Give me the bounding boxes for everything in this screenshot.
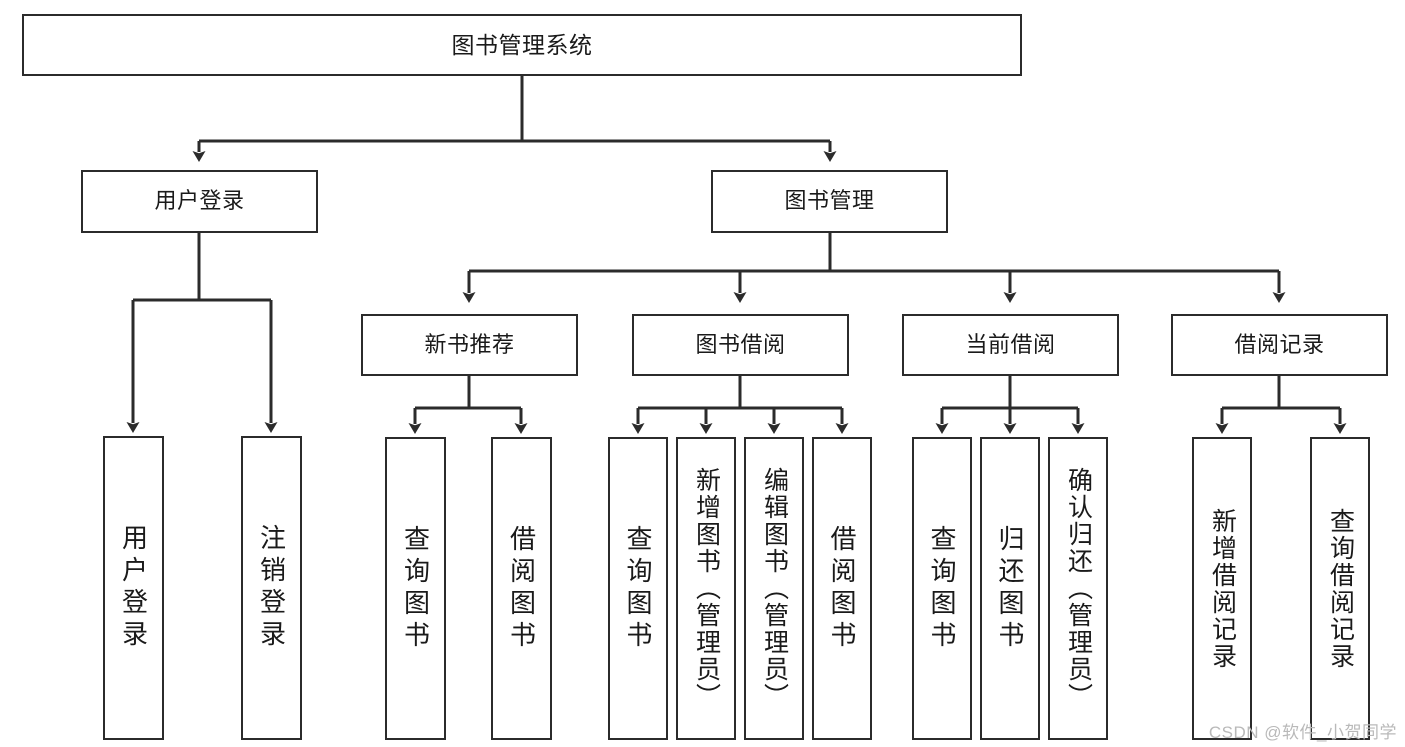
node-leaf-edit-book-admin-label: 编辑图书（管理员） xyxy=(760,467,789,710)
node-book-manage[interactable]: 图书管理 xyxy=(711,170,948,233)
node-user-login[interactable]: 用户登录 xyxy=(81,170,318,233)
node-new-book-rec[interactable]: 新书推荐 xyxy=(361,314,578,376)
node-leaf-borrow-book-2-label: 借阅图书 xyxy=(827,524,857,653)
node-leaf-borrow-book-1-label: 借阅图书 xyxy=(506,524,537,653)
node-leaf-return-book-label: 归还图书 xyxy=(995,524,1025,653)
node-new-book-rec-label: 新书推荐 xyxy=(424,331,515,357)
node-leaf-query-book-1[interactable]: 查询图书 xyxy=(385,437,446,740)
node-leaf-query-book-3[interactable]: 查询图书 xyxy=(912,437,972,740)
node-book-manage-label: 图书管理 xyxy=(784,188,875,214)
watermark: CSDN @软件_小贺同学 xyxy=(1208,723,1397,742)
node-leaf-query-record-label: 查询借阅记录 xyxy=(1326,507,1355,670)
node-root-label: 图书管理系统 xyxy=(451,31,593,58)
node-current-borrow[interactable]: 当前借阅 xyxy=(902,314,1119,376)
node-leaf-query-record[interactable]: 查询借阅记录 xyxy=(1310,437,1370,740)
node-leaf-confirm-return-admin-label: 确认归还（管理员） xyxy=(1064,467,1093,710)
node-current-borrow-label: 当前借阅 xyxy=(965,331,1056,357)
node-borrow-record-label: 借阅记录 xyxy=(1234,331,1325,357)
node-leaf-user-login-label: 用户登录 xyxy=(118,524,149,652)
node-root[interactable]: 图书管理系统 xyxy=(22,14,1022,76)
node-leaf-logout-label: 注销登录 xyxy=(256,524,287,652)
node-leaf-edit-book-admin[interactable]: 编辑图书（管理员） xyxy=(744,437,804,740)
node-leaf-add-book-admin[interactable]: 新增图书（管理员） xyxy=(676,437,736,740)
node-leaf-add-record-label: 新增借阅记录 xyxy=(1208,507,1237,670)
node-borrow-record[interactable]: 借阅记录 xyxy=(1171,314,1388,376)
node-leaf-add-record[interactable]: 新增借阅记录 xyxy=(1192,437,1252,740)
node-leaf-query-book-2-label: 查询图书 xyxy=(623,524,653,653)
node-leaf-return-book[interactable]: 归还图书 xyxy=(980,437,1040,740)
node-leaf-query-book-2[interactable]: 查询图书 xyxy=(608,437,668,740)
node-leaf-borrow-book-1[interactable]: 借阅图书 xyxy=(491,437,552,740)
node-book-borrow[interactable]: 图书借阅 xyxy=(632,314,849,376)
node-leaf-add-book-admin-label: 新增图书（管理员） xyxy=(692,467,721,710)
node-leaf-user-login[interactable]: 用户登录 xyxy=(103,436,164,740)
node-leaf-borrow-book-2[interactable]: 借阅图书 xyxy=(812,437,872,740)
node-leaf-logout[interactable]: 注销登录 xyxy=(241,436,302,740)
node-leaf-query-book-3-label: 查询图书 xyxy=(927,524,957,653)
node-book-borrow-label: 图书借阅 xyxy=(695,331,786,357)
node-leaf-confirm-return-admin[interactable]: 确认归还（管理员） xyxy=(1048,437,1108,740)
node-leaf-query-book-1-label: 查询图书 xyxy=(400,524,431,653)
node-user-login-label: 用户登录 xyxy=(154,188,245,214)
